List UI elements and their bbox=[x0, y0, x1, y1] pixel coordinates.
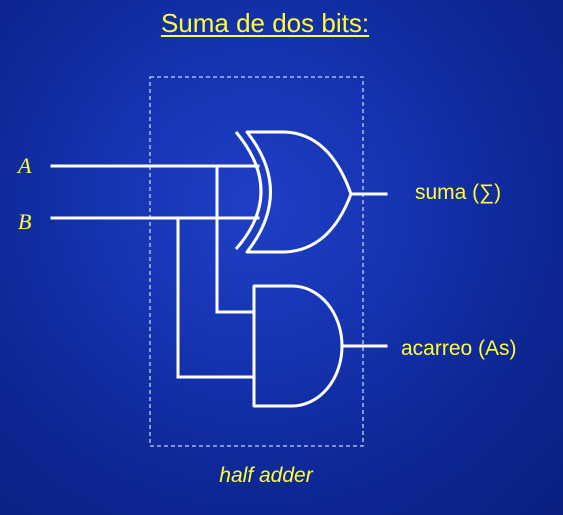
xor-gate-body bbox=[245, 130, 353, 254]
half-adder-box bbox=[149, 76, 364, 447]
xor-gate-input-arc bbox=[234, 131, 263, 250]
xor-gate bbox=[234, 130, 353, 254]
input-label-b: B bbox=[18, 209, 32, 234]
page-title: Suma de dos bits: bbox=[160, 8, 370, 38]
output-label-carry: acarreo (As) bbox=[401, 337, 517, 360]
output-label-sum: suma (∑) bbox=[415, 181, 502, 204]
and-gate-body bbox=[252, 284, 344, 408]
wire-b-to-and bbox=[176, 216, 256, 379]
input-label-a: A bbox=[18, 153, 32, 178]
and-gate bbox=[252, 284, 344, 408]
wire-a-to-and bbox=[215, 164, 256, 314]
half-adder-caption: half adder bbox=[219, 464, 313, 487]
